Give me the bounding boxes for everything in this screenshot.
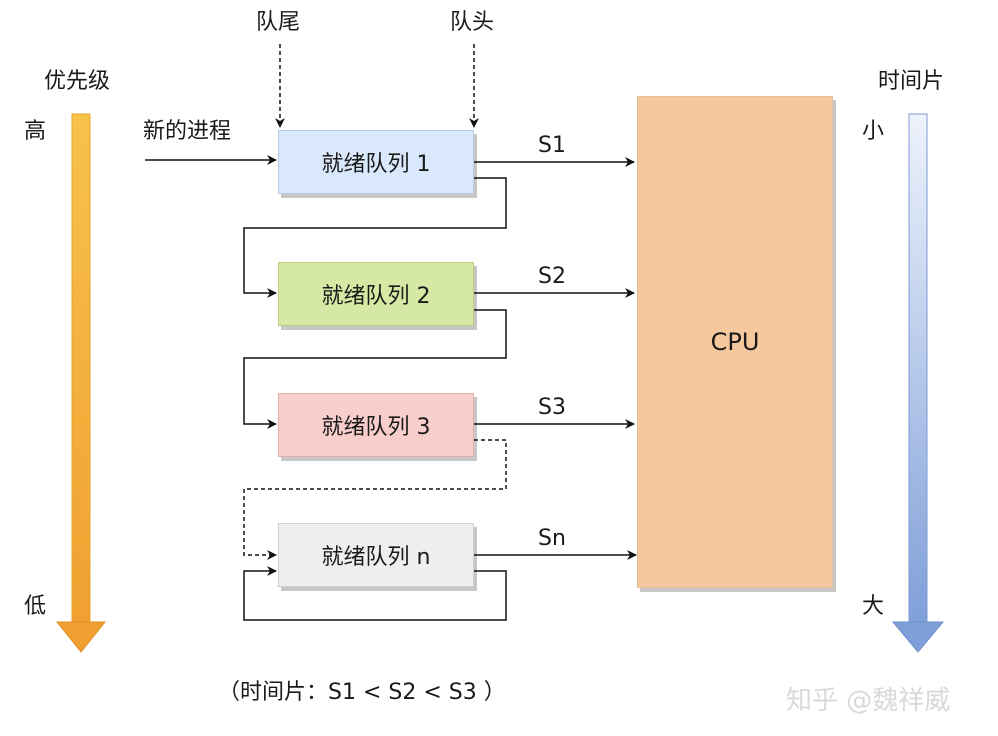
- watermark: 知乎 @魏祥威: [786, 686, 951, 716]
- new-process-label: 新的进程: [143, 119, 232, 144]
- cpu-box: CPU: [637, 96, 833, 588]
- priority-label: 优先级: [44, 69, 111, 94]
- slice-small-label: 小: [862, 119, 885, 144]
- priority-high-label: 高: [24, 119, 47, 144]
- time-slice-arrow: [891, 113, 945, 653]
- priority-low-label: 低: [24, 594, 47, 619]
- slice-large-label: 大: [862, 594, 885, 619]
- footnote: （时间片：S1 < S2 < S3 ）: [218, 680, 506, 705]
- connector-q1-q2: [243, 177, 507, 298]
- ready-queue-2: 就绪队列 2: [278, 262, 474, 326]
- queue-tail-label: 队尾: [256, 10, 301, 35]
- s1-label: S1: [538, 133, 566, 158]
- ready-queue-1: 就绪队列 1: [278, 130, 474, 194]
- s2-label: S2: [538, 264, 566, 289]
- ready-queue-3: 就绪队列 3: [278, 393, 474, 457]
- sn-label: Sn: [538, 526, 566, 551]
- connector-qn-loop: [243, 566, 507, 621]
- s3-label: S3: [538, 395, 566, 420]
- ready-queue-n: 就绪队列 n: [278, 523, 474, 587]
- connector-q3-qn: [243, 439, 507, 560]
- queue-head-label: 队头: [450, 10, 495, 35]
- time-slice-label: 时间片: [878, 69, 945, 94]
- priority-arrow: [55, 113, 107, 653]
- connector-q2-q3: [243, 309, 507, 429]
